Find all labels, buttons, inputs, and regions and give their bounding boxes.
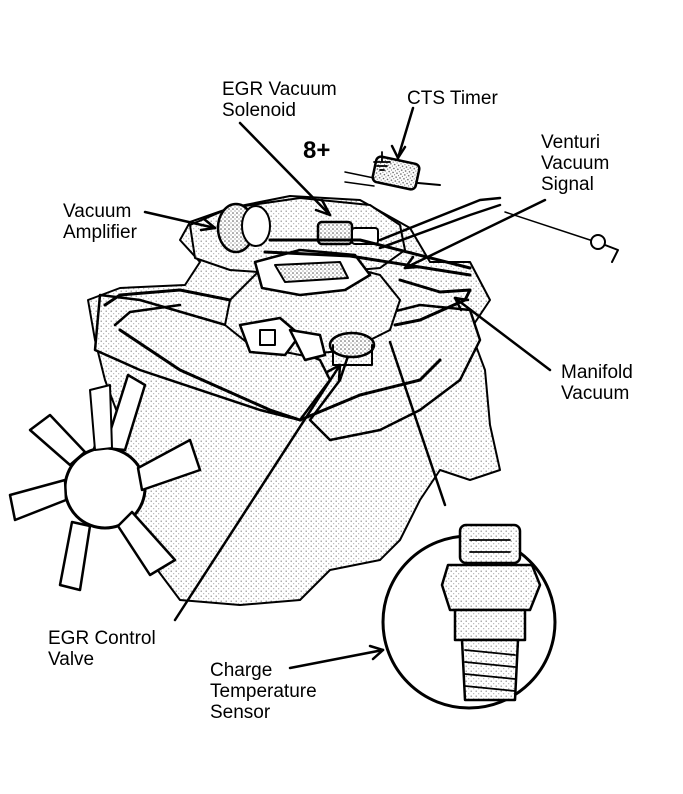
label-venturi-vacuum-signal: Venturi Vacuum Signal (541, 132, 610, 195)
valve-cover (93, 293, 332, 422)
label-battery-positive: 8+ (303, 137, 331, 164)
fan (8, 373, 202, 592)
egr-valve (328, 331, 376, 359)
label-egr-vacuum-solenoid: EGR Vacuum Solenoid (222, 79, 337, 121)
label-manifold-vacuum: Manifold Vacuum (561, 362, 633, 404)
cts-timer (371, 155, 421, 191)
label-cts-timer: CTS Timer (407, 88, 498, 109)
label-egr-control-valve: EGR Control Valve (48, 628, 156, 670)
sensor-drawing (440, 523, 542, 702)
label-vacuum-amplifier: Vacuum Amplifier (63, 201, 137, 243)
label-charge-temperature-sensor: Charge Temperature Sensor (210, 660, 317, 723)
valve-cover-right (308, 303, 482, 442)
leader-lines (143, 106, 552, 670)
